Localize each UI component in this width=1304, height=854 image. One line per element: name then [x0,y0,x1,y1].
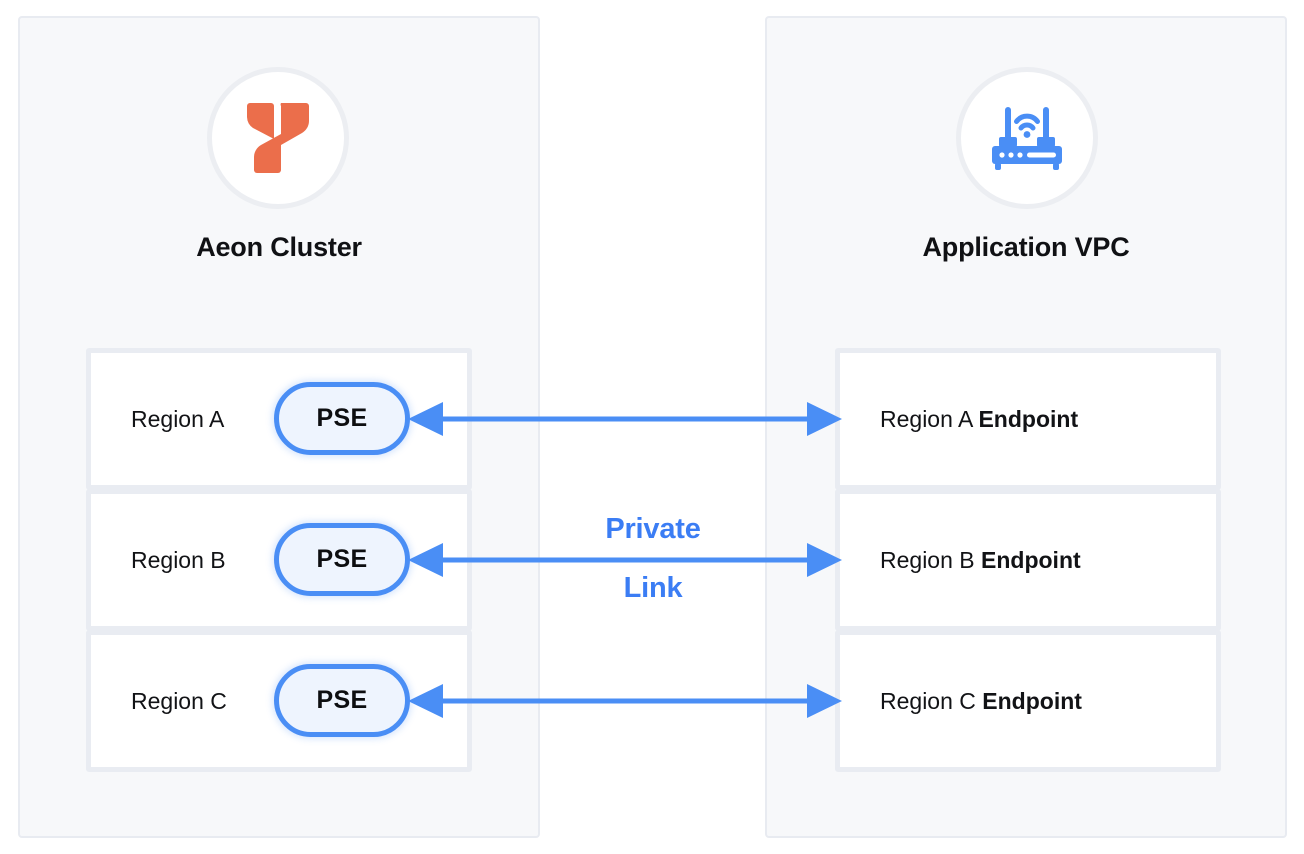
pse-node-a[interactable]: PSE [274,382,410,455]
aeon-logo-icon [247,103,309,173]
private-link-label-line2: Link [623,572,683,604]
private-link-arrow-c [408,684,842,718]
endpoint-word-c: Endpoint [982,687,1082,714]
endpoint-region-a: Region A [880,405,979,432]
pse-node-c[interactable]: PSE [274,664,410,737]
region-label-a-left: Region A [131,405,225,432]
endpoint-region-c: Region C [880,687,983,714]
endpoint-word-b: Endpoint [981,546,1081,573]
aeon-logo-icon-circle [207,67,349,209]
endpoint-label-b: Region B Endpoint [880,547,1081,574]
endpoint-word-a: Endpoint [978,405,1079,432]
pse-node-b[interactable]: PSE [274,523,410,596]
region-label-b-left: Region B [131,546,226,573]
router-icon [992,107,1062,170]
private-link-arrow-a [408,402,842,436]
router-icon-circle [956,67,1098,209]
left-panel-title: Aeon Cluster [196,232,362,262]
endpoint-label-c: Region C Endpoint [880,688,1082,715]
endpoint-row-a: Region A Endpoint [835,348,1221,490]
endpoint-label-a: Region A Endpoint [880,406,1078,433]
private-link-label-line1: Private [605,513,701,545]
pse-node-c-label: PSE [316,686,368,714]
pse-node-b-label: PSE [316,545,368,573]
region-label-c-left: Region C [131,687,227,714]
private-link-arrow-b [408,543,842,577]
endpoint-row-b: Region B Endpoint [835,489,1221,631]
right-panel-title: Application VPC [922,232,1130,262]
endpoint-region-b: Region B [880,546,982,573]
pse-node-a-label: PSE [316,404,368,432]
endpoint-row-c: Region C Endpoint [835,630,1221,772]
